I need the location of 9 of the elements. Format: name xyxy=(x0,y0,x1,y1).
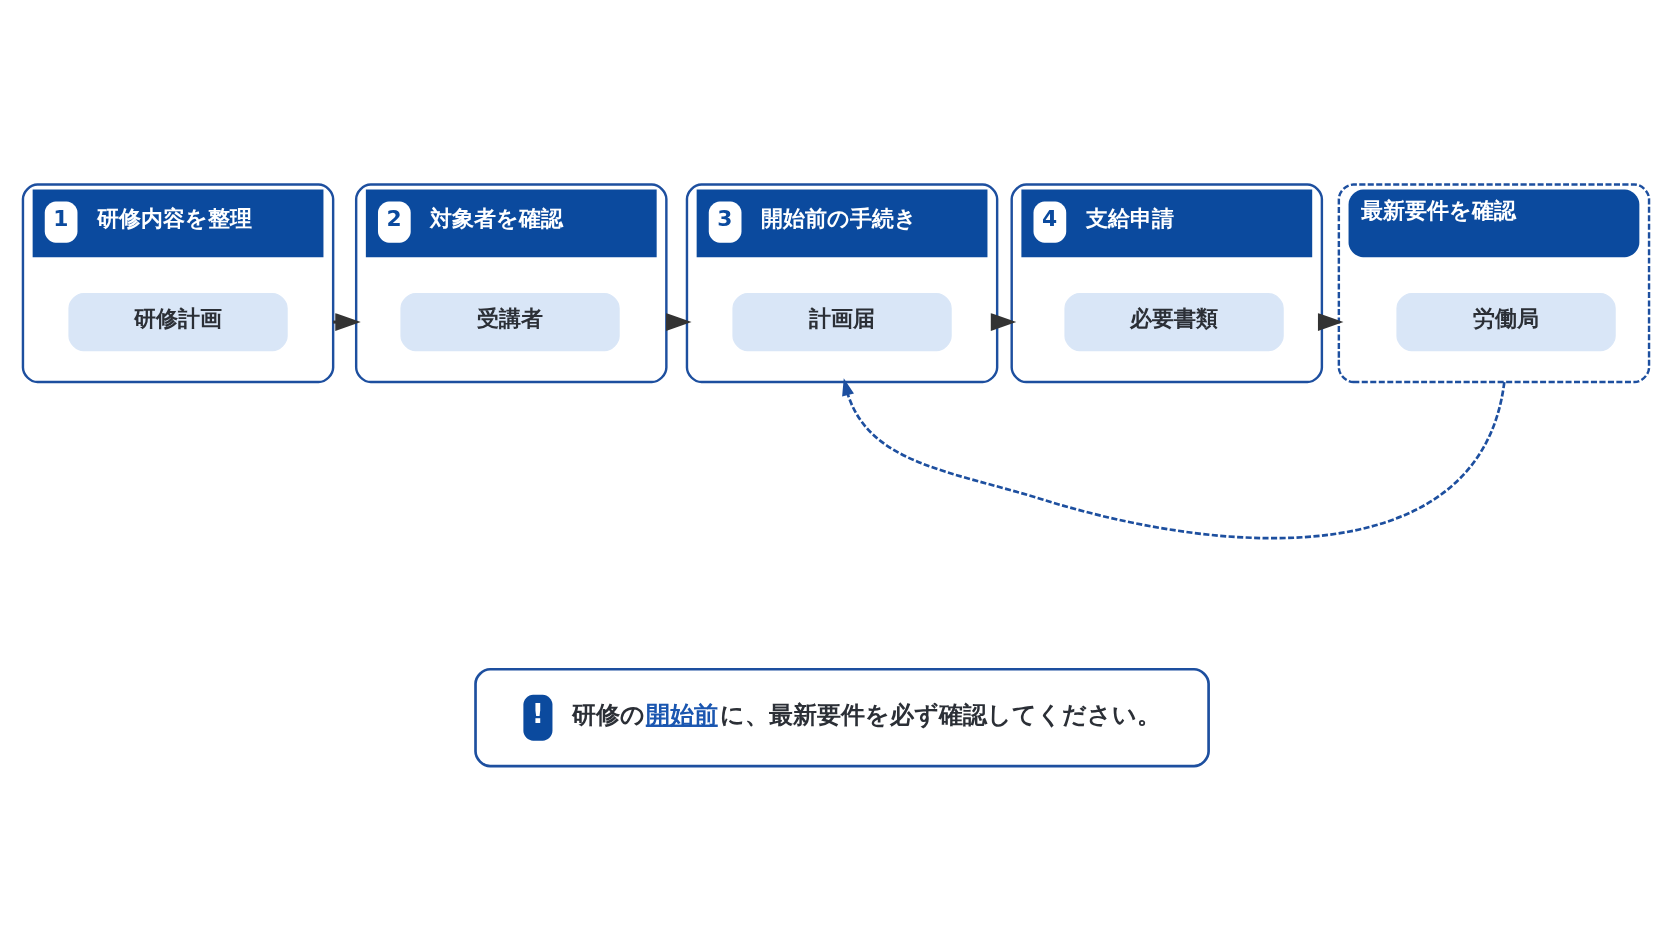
arrow xyxy=(990,313,1017,331)
node-box: 必要書類 xyxy=(1064,293,1284,352)
node-box: 受講者 xyxy=(400,293,620,352)
arrow xyxy=(842,378,1506,540)
node-box: 研修計画 xyxy=(68,293,288,352)
node-box: 計画届 xyxy=(732,293,952,352)
node-box: ! 研修の開始前に、最新要件を必ず確認してください。 xyxy=(474,667,1210,768)
node-box: 労働局 xyxy=(1396,293,1616,352)
arrow xyxy=(1317,313,1344,331)
